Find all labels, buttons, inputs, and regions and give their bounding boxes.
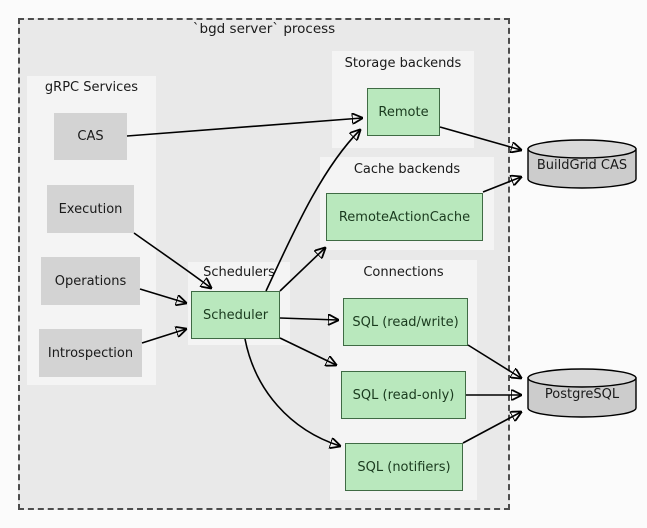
cluster-connections-title: Connections <box>363 265 444 280</box>
node-sql-read-only[interactable]: SQL (read-only) <box>341 371 466 419</box>
process-title: `bgd server` process <box>192 21 336 37</box>
node-remote[interactable]: Remote <box>367 88 440 136</box>
node-sql-read-write-label: SQL (read/write) <box>352 314 459 330</box>
node-operations[interactable]: Operations <box>41 257 140 305</box>
node-cas[interactable]: CAS <box>54 113 127 160</box>
node-introspection[interactable]: Introspection <box>39 329 142 377</box>
cluster-grpc-services-title: gRPC Services <box>44 80 139 95</box>
node-execution-label: Execution <box>58 201 123 217</box>
node-sql-read-only-label: SQL (read-only) <box>352 387 455 403</box>
node-introspection-label: Introspection <box>47 345 134 361</box>
node-remote-action-cache-label: RemoteActionCache <box>338 209 471 225</box>
node-execution[interactable]: Execution <box>47 185 134 233</box>
cluster-cache-backends-title: Cache backends <box>353 162 461 177</box>
node-sql-notifiers-label: SQL (notifiers) <box>357 459 451 475</box>
node-scheduler[interactable]: Scheduler <box>191 291 280 339</box>
cluster-storage-backends-title: Storage backends <box>344 56 462 71</box>
postgresql-cylinder-icon <box>527 368 637 418</box>
node-remote-label: Remote <box>378 104 429 120</box>
node-operations-label: Operations <box>54 273 127 289</box>
node-sql-read-write[interactable]: SQL (read/write) <box>343 298 468 346</box>
node-remote-action-cache[interactable]: RemoteActionCache <box>326 193 483 241</box>
cluster-schedulers-title: Schedulers <box>203 265 275 280</box>
database-postgresql[interactable]: PostgreSQL <box>527 368 637 418</box>
buildgrid-cas-cylinder-icon <box>527 139 637 189</box>
node-scheduler-label: Scheduler <box>202 307 269 323</box>
node-sql-notifiers[interactable]: SQL (notifiers) <box>345 443 463 491</box>
database-buildgrid-cas[interactable]: BuildGrid CAS <box>527 139 637 189</box>
node-cas-label: CAS <box>77 129 104 144</box>
